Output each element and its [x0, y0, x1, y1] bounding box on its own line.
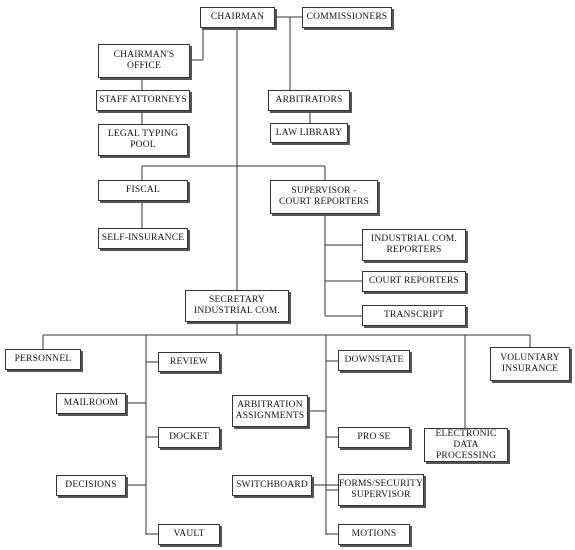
supervisor-court-reporters-box: SUPERVISOR - COURT REPORTERS	[270, 180, 378, 214]
industrial-com-reporters-box: INDUSTRIAL COM. REPORTERS	[362, 229, 466, 261]
review-box: REVIEW	[158, 352, 220, 372]
court-reporters-box: COURT REPORTERS	[362, 271, 466, 292]
docket-box: DOCKET	[158, 427, 220, 448]
law-library-box: LAW LIBRARY	[270, 123, 348, 143]
staff-attorneys-box: STAFF ATTORNEYS	[96, 90, 190, 111]
electronic-data-processing-box: ELECTRONIC DATA PROCESSING	[424, 428, 508, 462]
secretary-industrial-com-box: SECRETARY INDUSTRIAL COM.	[185, 290, 289, 322]
legal-typing-pool-box: LEGAL TYPING POOL	[98, 124, 188, 156]
downstate-box: DOWNSTATE	[338, 350, 410, 371]
transcript-box: TRANSCRIPT	[362, 305, 466, 326]
chairmans-office-box: CHAIRMAN'S OFFICE	[98, 44, 190, 78]
chairman-box: CHAIRMAN	[200, 7, 275, 28]
pro-se-box: PRO SE	[338, 427, 410, 448]
motions-box: MOTIONS	[338, 524, 410, 545]
switchboard-box: SWITCHBOARD	[232, 475, 312, 496]
self-insurance-box: SELF-INSURANCE	[98, 228, 188, 249]
forms-security-supervisor-box: FORMS/SECURITY SUPERVISOR	[338, 474, 424, 506]
fiscal-box: FISCAL	[98, 180, 188, 201]
commissioners-box: COMMISSIONERS	[302, 7, 392, 28]
decisions-box: DECISIONS	[56, 475, 126, 496]
vault-box: VAULT	[158, 524, 220, 545]
arbitrators-box: ARBITRATORS	[268, 90, 350, 111]
personnel-box: PERSONNEL	[5, 349, 81, 370]
mailroom-box: MAILROOM	[56, 393, 126, 414]
voluntary-insurance-box: VOLUNTARY INSURANCE	[490, 347, 570, 381]
arbitration-assignments-box: ARBITRATION ASSIGNMENTS	[232, 395, 308, 427]
